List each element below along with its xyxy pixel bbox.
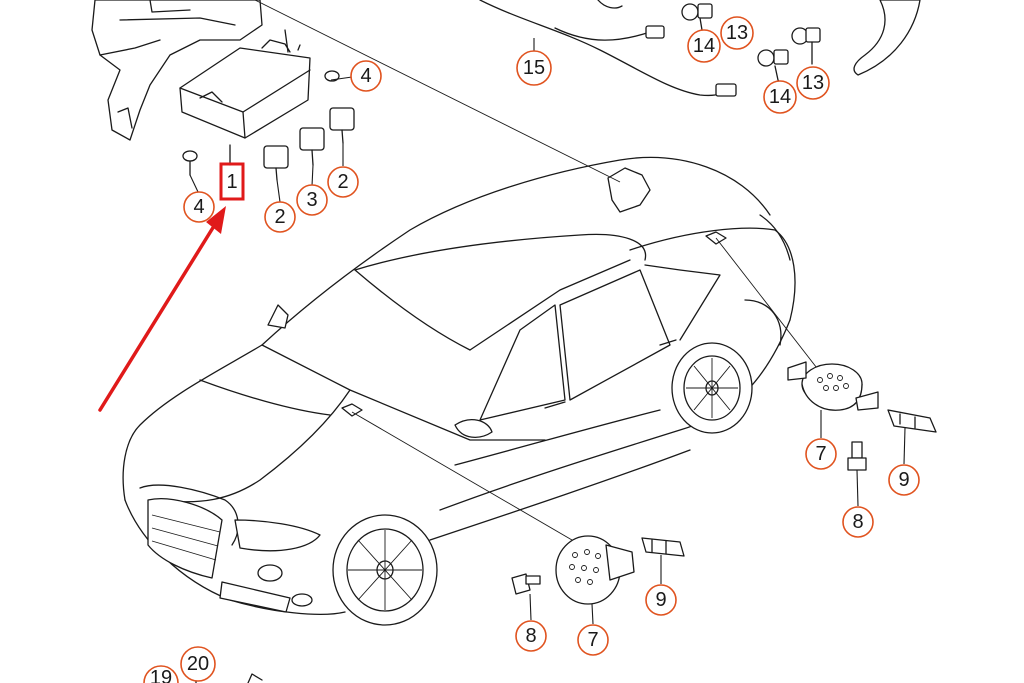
mounting-bracket xyxy=(91,0,263,141)
callout-9-left: 9 xyxy=(645,584,677,616)
horn-assembly-left xyxy=(511,535,685,605)
callout-3-label: 3 xyxy=(306,189,317,211)
callout-14-top-label: 14 xyxy=(693,35,715,57)
callout-19: 19 xyxy=(143,665,179,683)
highlight-arrow xyxy=(98,224,216,412)
callout-2-right-label: 2 xyxy=(337,171,348,193)
callout-4-top-label: 4 xyxy=(360,65,371,87)
callout-7-right: 7 xyxy=(805,438,837,470)
car-body xyxy=(122,156,796,616)
highlight-label: 1 xyxy=(226,171,237,193)
connector-parts xyxy=(182,70,355,181)
callout-8-right: 8 xyxy=(842,506,874,538)
callout-14-bottom-label: 14 xyxy=(769,86,791,108)
callout-9-right-label: 9 xyxy=(898,469,909,491)
callout-8-left-label: 8 xyxy=(525,625,536,647)
wiring-harness xyxy=(479,0,737,97)
callout-13-bottom-label: 13 xyxy=(802,72,824,94)
callout-9-right: 9 xyxy=(888,464,920,496)
parking-sensors xyxy=(681,3,821,81)
callout-2-right: 2 xyxy=(327,166,359,198)
control-module xyxy=(179,29,311,139)
callout-20-label: 20 xyxy=(187,653,209,675)
front-wheel xyxy=(332,514,438,626)
callout-3: 3 xyxy=(296,184,328,216)
callout-7-left: 7 xyxy=(577,624,609,656)
callout-2-left-label: 2 xyxy=(274,206,285,228)
callout-15: 15 xyxy=(516,50,552,86)
callout-13-top: 13 xyxy=(720,16,754,50)
callout-2-left: 2 xyxy=(264,201,296,233)
bumper-trim xyxy=(853,0,921,76)
callout-4-left-label: 4 xyxy=(193,196,204,218)
callout-14-top: 14 xyxy=(687,29,721,63)
callout-8-left: 8 xyxy=(515,620,547,652)
callout-20: 20 xyxy=(180,646,216,682)
horn-assembly-right xyxy=(787,361,937,471)
callout-9-left-label: 9 xyxy=(655,589,666,611)
callout-4-top: 4 xyxy=(350,60,382,92)
callout-4-left: 4 xyxy=(183,191,215,223)
callout-13-top-label: 13 xyxy=(726,22,748,44)
highlight-box xyxy=(219,162,245,201)
callout-8-right-label: 8 xyxy=(852,511,863,533)
callout-stems xyxy=(189,29,906,625)
callout-19-label: 19 xyxy=(150,667,172,683)
callout-7-right-label: 7 xyxy=(815,443,826,465)
callout-15-label: 15 xyxy=(523,57,545,79)
arrow-head-icon xyxy=(206,206,226,234)
callout-14-bottom: 14 xyxy=(763,80,797,114)
callout-13-bottom: 13 xyxy=(796,66,830,100)
callout-7-left-label: 7 xyxy=(587,629,598,651)
highlight-marker: 1 xyxy=(98,162,245,412)
leader-lines xyxy=(254,0,821,541)
rear-wheel xyxy=(671,342,753,434)
